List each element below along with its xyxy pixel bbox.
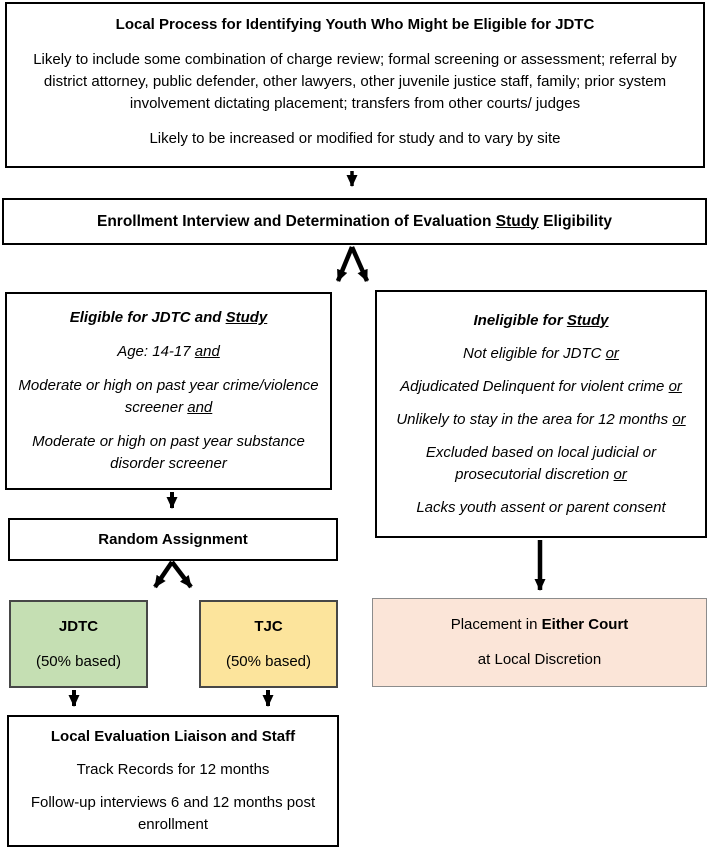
ineligible-item: Not eligible for JDTC or (463, 343, 619, 365)
random-assignment-label: Random Assignment (98, 530, 248, 548)
eligible-box: Eligible for JDTC and Study Age: 14-17 a… (5, 292, 332, 490)
top-process-description: Likely to include some combination of ch… (33, 51, 677, 112)
ineligible-item-text: Excluded based on local judicial or pros… (425, 443, 657, 483)
eligible-item: Moderate or high on past year substance … (11, 431, 326, 475)
placement-box: Placement in Either Court at Local Discr… (372, 598, 707, 687)
ineligible-item-text: Adjudicated Delinquent for violent crime (400, 377, 669, 395)
evaluation-box: Local Evaluation Liaison and Staff Track… (7, 715, 339, 847)
jdtc-box: JDTC (50% based) (9, 600, 148, 688)
tjc-box: TJC (50% based) (199, 600, 338, 688)
ineligible-item: Unlikely to stay in the area for 12 mont… (396, 409, 685, 431)
ineligible-title: Ineligible for Study (473, 310, 608, 332)
ineligible-item: Excluded based on local judicial or pros… (383, 442, 699, 486)
placement-line2: at Local Discretion (477, 651, 602, 668)
jdtc-subtitle: (50% based) (35, 652, 122, 670)
placement-line1-pre: Placement in (450, 616, 542, 633)
eligible-item: Moderate or high on past year crime/viol… (11, 375, 326, 419)
eligible-item: Age: 14-17 and (117, 341, 220, 363)
enrollment-title-post: Eligibility (538, 212, 613, 230)
eligible-title-underlined: Study (225, 309, 268, 326)
ineligible-item-text: Unlikely to stay in the area for 12 mont… (396, 410, 673, 428)
ineligible-item-underlined: or (672, 410, 686, 428)
eligible-title: Eligible for JDTC and Study (70, 307, 268, 329)
random-assignment-box: Random Assignment (8, 518, 338, 561)
evaluation-line1: Track Records for 12 months (76, 761, 270, 778)
enrollment-title-underlined: Study (495, 212, 539, 230)
placement-line1-bold: Either Court (541, 616, 629, 633)
ineligible-item-underlined: or (668, 377, 682, 395)
arrow-enrollment-to-eligible (335, 246, 355, 282)
top-process-note: Likely to be increased or modified for s… (149, 130, 561, 147)
eligible-item-text: Age: 14-17 (117, 343, 195, 360)
enrollment-title: Enrollment Interview and Determination o… (97, 211, 612, 233)
arrow-enrollment-to-ineligible (349, 246, 370, 282)
ineligible-item: Adjudicated Delinquent for violent crime… (400, 376, 682, 398)
ineligible-title-pre: Ineligible for (473, 311, 567, 329)
enrollment-box: Enrollment Interview and Determination o… (2, 198, 707, 245)
ineligible-item-text: Not eligible for JDTC (463, 344, 606, 362)
eligible-item-text: Moderate or high on past year crime/viol… (18, 377, 319, 416)
evaluation-title: Local Evaluation Liaison and Staff (50, 728, 296, 745)
placement-line1: Placement in Either Court (451, 614, 629, 636)
top-process-title: Local Process for Identifying Youth Who … (115, 16, 595, 33)
ineligible-item-underlined: or (613, 465, 627, 483)
arrow-random-to-tjc (170, 560, 193, 589)
ineligible-title-underlined: Study (566, 311, 609, 329)
eligible-title-pre: Eligible for JDTC and (69, 309, 226, 326)
ineligible-item-text: Lacks youth assent or parent consent (416, 498, 666, 516)
eligible-item-text: Moderate or high on past year substance … (32, 433, 305, 472)
ineligible-item-underlined: or (605, 344, 619, 362)
ineligible-box: Ineligible for Study Not eligible for JD… (375, 290, 707, 538)
eligible-item-underlined: and (194, 343, 220, 360)
arrow-random-to-jdtc (153, 560, 174, 589)
enrollment-title-pre: Enrollment Interview and Determination o… (96, 212, 496, 230)
tjc-title: TJC (254, 617, 283, 635)
eligible-item-underlined: and (187, 399, 213, 416)
jdtc-title: JDTC (58, 617, 99, 635)
tjc-subtitle: (50% based) (225, 652, 312, 670)
evaluation-line2: Follow-up interviews 6 and 12 months pos… (30, 794, 316, 833)
top-process-box: Local Process for Identifying Youth Who … (5, 2, 705, 168)
ineligible-item: Lacks youth assent or parent consent (416, 497, 665, 519)
